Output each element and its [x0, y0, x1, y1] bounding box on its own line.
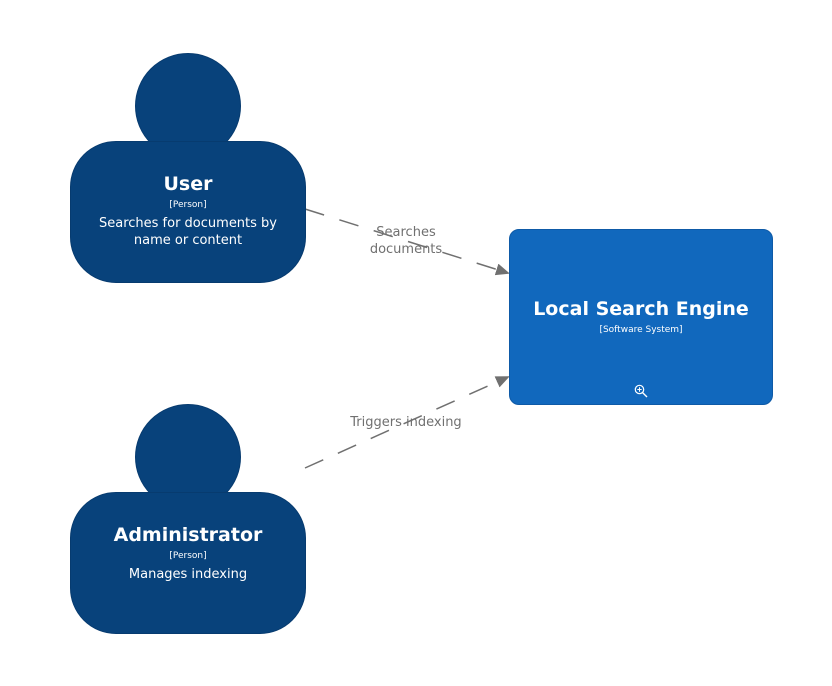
person-user[interactable]: User [Person] Searches for documents by …: [70, 53, 306, 293]
person-name: Administrator: [113, 524, 263, 546]
software-system-local-search-engine[interactable]: Local Search Engine [Software System]: [509, 229, 773, 405]
person-body: Administrator [Person] Manages indexing: [70, 492, 306, 634]
edge-label-triggers-indexing: Triggers indexing: [350, 415, 462, 430]
person-stereotype: [Person]: [169, 200, 207, 210]
person-description: Searches for documents by name or conten…: [98, 216, 277, 248]
system-stereotype: [Software System]: [599, 325, 683, 335]
edge-admin-to-engine[interactable]: [304, 376, 510, 469]
person-name: User: [163, 173, 213, 195]
edge-label-searches-documents: Searches documents: [369, 225, 443, 257]
person-description: Manages indexing: [128, 567, 248, 582]
person-administrator[interactable]: Administrator [Person] Manages indexing: [70, 404, 306, 644]
zoom-in-icon[interactable]: [634, 384, 648, 398]
system-name: Local Search Engine: [533, 298, 749, 320]
person-body: User [Person] Searches for documents by …: [70, 141, 306, 283]
person-stereotype: [Person]: [169, 551, 207, 561]
